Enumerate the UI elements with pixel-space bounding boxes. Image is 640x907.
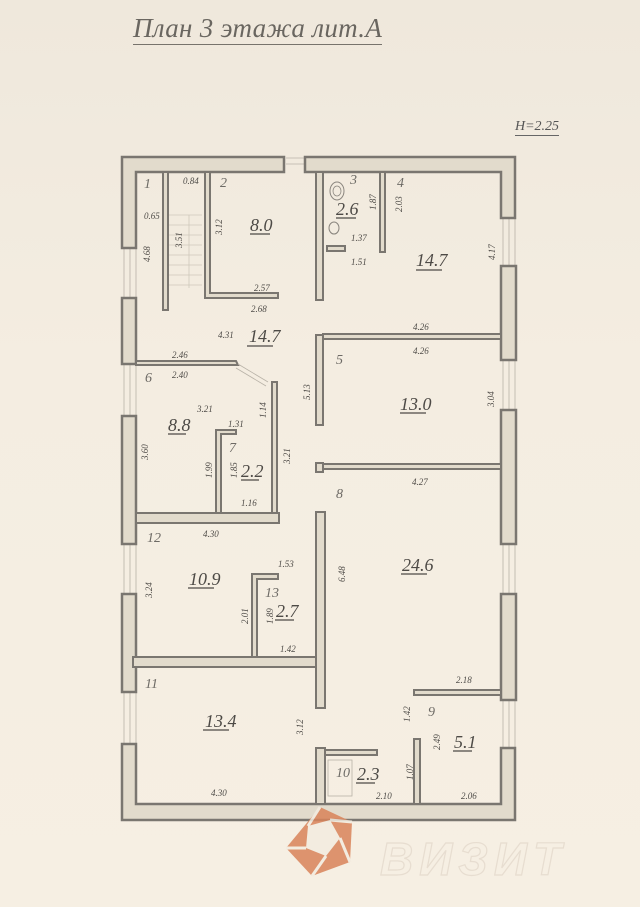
svg-text:4.26: 4.26 bbox=[413, 322, 429, 332]
svg-text:8.0: 8.0 bbox=[250, 215, 273, 235]
svg-text:3.04: 3.04 bbox=[486, 391, 496, 408]
svg-text:2.18: 2.18 bbox=[456, 675, 472, 685]
svg-text:1.85: 1.85 bbox=[229, 462, 239, 478]
svg-text:13.0: 13.0 bbox=[400, 394, 432, 414]
room-numbers: 1 2 3 4 5 6 7 8 9 10 11 12 13 bbox=[144, 173, 435, 781]
svg-text:5.13: 5.13 bbox=[302, 384, 312, 400]
svg-text:14.7: 14.7 bbox=[416, 250, 449, 270]
svg-text:24.6: 24.6 bbox=[402, 555, 434, 575]
svg-text:2.06: 2.06 bbox=[461, 791, 477, 801]
svg-text:0.65: 0.65 bbox=[144, 211, 160, 221]
svg-text:1.07: 1.07 bbox=[405, 764, 415, 780]
dimension-labels: 0.84 0.65 4.68 3.51 3.12 2.57 2.68 4.31 … bbox=[140, 176, 497, 801]
plan-title: План 3 этажа лит.А bbox=[133, 13, 383, 45]
svg-text:10: 10 bbox=[336, 766, 350, 781]
svg-text:6.48: 6.48 bbox=[337, 566, 347, 582]
svg-text:10.9: 10.9 bbox=[189, 569, 221, 589]
svg-text:3.24: 3.24 bbox=[144, 582, 154, 599]
svg-text:5.1: 5.1 bbox=[454, 732, 477, 752]
svg-text:4.26: 4.26 bbox=[413, 346, 429, 356]
svg-text:4.68: 4.68 bbox=[142, 246, 152, 262]
svg-text:1.37: 1.37 bbox=[351, 233, 367, 243]
svg-text:7: 7 bbox=[229, 441, 237, 456]
svg-text:4: 4 bbox=[397, 176, 404, 191]
svg-text:3.21: 3.21 bbox=[282, 448, 292, 465]
svg-text:1: 1 bbox=[144, 177, 151, 192]
svg-text:11: 11 bbox=[145, 677, 158, 692]
staircase bbox=[168, 214, 202, 288]
watermark-text: ВИЗИТ bbox=[379, 832, 568, 885]
bathroom-fixtures bbox=[327, 181, 353, 797]
svg-text:9: 9 bbox=[428, 705, 435, 720]
svg-text:8: 8 bbox=[336, 487, 343, 502]
svg-text:4.30: 4.30 bbox=[203, 529, 219, 539]
svg-text:1.53: 1.53 bbox=[278, 559, 294, 569]
svg-text:2.10: 2.10 bbox=[376, 791, 392, 801]
room-areas: 8.0 2.6 14.7 13.0 8.8 2.2 24.6 5.1 2.3 1… bbox=[168, 199, 477, 784]
svg-text:1.16: 1.16 bbox=[241, 498, 257, 508]
svg-text:13.4: 13.4 bbox=[205, 711, 237, 731]
svg-text:4.31: 4.31 bbox=[218, 330, 234, 340]
svg-text:14.7: 14.7 bbox=[249, 326, 282, 346]
svg-text:3: 3 bbox=[349, 173, 357, 188]
svg-text:2.03: 2.03 bbox=[394, 196, 404, 212]
svg-text:12: 12 bbox=[147, 531, 161, 546]
svg-text:2.40: 2.40 bbox=[172, 370, 188, 380]
svg-text:4.17: 4.17 bbox=[487, 244, 497, 260]
svg-text:3.21: 3.21 bbox=[196, 404, 213, 414]
svg-text:1.89: 1.89 bbox=[265, 608, 275, 624]
svg-text:0.84: 0.84 bbox=[183, 176, 199, 186]
svg-text:1.31: 1.31 bbox=[228, 419, 244, 429]
svg-text:2.01: 2.01 bbox=[240, 608, 250, 624]
svg-text:2.7: 2.7 bbox=[276, 601, 300, 621]
svg-text:5: 5 bbox=[336, 353, 343, 368]
svg-text:6: 6 bbox=[145, 371, 152, 386]
svg-text:2.2: 2.2 bbox=[241, 461, 264, 481]
svg-text:1.42: 1.42 bbox=[280, 644, 296, 654]
svg-text:3.60: 3.60 bbox=[140, 444, 150, 461]
svg-text:2.6: 2.6 bbox=[336, 199, 359, 219]
svg-text:8.8: 8.8 bbox=[168, 415, 191, 435]
svg-text:1.42: 1.42 bbox=[402, 706, 412, 722]
svg-text:1.87: 1.87 bbox=[368, 194, 378, 210]
svg-text:3.51: 3.51 bbox=[174, 232, 184, 249]
svg-text:4.27: 4.27 bbox=[412, 477, 428, 487]
svg-text:1.14: 1.14 bbox=[258, 402, 268, 418]
svg-text:2.49: 2.49 bbox=[432, 734, 442, 750]
svg-text:2.3: 2.3 bbox=[357, 764, 380, 784]
svg-text:3.12: 3.12 bbox=[214, 219, 224, 236]
vizit-logo-icon bbox=[286, 806, 353, 877]
svg-text:2: 2 bbox=[220, 176, 227, 191]
svg-text:2.57: 2.57 bbox=[254, 283, 270, 293]
svg-text:1.99: 1.99 bbox=[204, 462, 214, 478]
svg-text:13: 13 bbox=[265, 586, 279, 601]
ceiling-height-label: H=2.25 bbox=[515, 119, 560, 136]
interior-walls bbox=[132, 171, 502, 805]
svg-text:2.68: 2.68 bbox=[251, 304, 267, 314]
svg-text:4.30: 4.30 bbox=[211, 788, 227, 798]
window-openings bbox=[123, 157, 516, 748]
svg-text:1.51: 1.51 bbox=[351, 257, 367, 267]
svg-text:2.46: 2.46 bbox=[172, 350, 188, 360]
svg-text:3.12: 3.12 bbox=[295, 719, 305, 736]
